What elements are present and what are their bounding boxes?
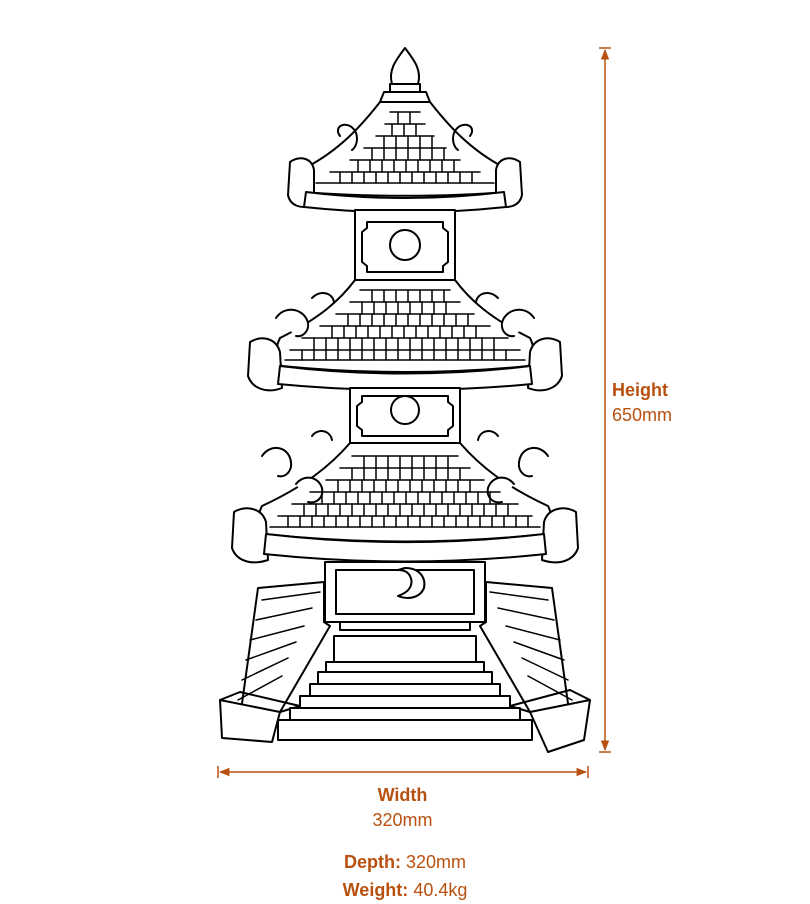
stairs (277, 621, 533, 741)
width-value: 320mm (372, 810, 433, 830)
weight-spec: Weight: 40.4kg (300, 876, 510, 904)
width-label: Width (377, 785, 428, 805)
depth-spec: Depth: 320mm (300, 848, 510, 876)
middle-roof-tiles (284, 289, 526, 361)
top-roof (300, 101, 510, 197)
finial-base (389, 83, 421, 93)
height-label-block: Height 650mm (612, 380, 672, 426)
height-dimension (599, 47, 611, 753)
depth-label: Depth: (343, 852, 401, 872)
pagoda-illustration (219, 47, 591, 753)
height-value: 650mm (612, 405, 673, 425)
top-window (389, 229, 421, 261)
width-label-block: Width 320mm (340, 785, 465, 831)
height-label: Height (612, 380, 668, 400)
top-roof-tiles (315, 111, 495, 184)
weight-value: 40.4kg (413, 880, 468, 900)
width-dimension (217, 766, 589, 778)
middle-window (390, 395, 420, 425)
base-window (397, 567, 426, 599)
lower-roof-tiles (269, 455, 541, 528)
finial (390, 47, 420, 85)
weight-label: Weight: (342, 880, 409, 900)
specs-block: Depth: 320mm Weight: 40.4kg (300, 848, 510, 904)
depth-value: 320mm (405, 852, 467, 872)
